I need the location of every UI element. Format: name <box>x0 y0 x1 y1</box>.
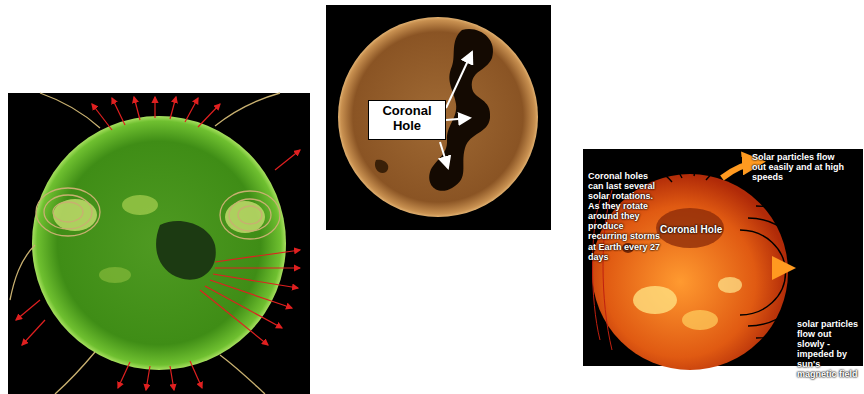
annotation-text: Solar particles flow out easily and at h… <box>752 152 844 182</box>
box-label: Coronal Hole <box>373 104 441 134</box>
label-box: Coronal Hole <box>368 100 446 140</box>
annotation-text: Coronal holes can last several solar rot… <box>588 171 662 262</box>
annotation-text: Coronal Hole <box>660 224 730 235</box>
annotation-text: solar particles flow out slowly - impede… <box>797 319 859 379</box>
